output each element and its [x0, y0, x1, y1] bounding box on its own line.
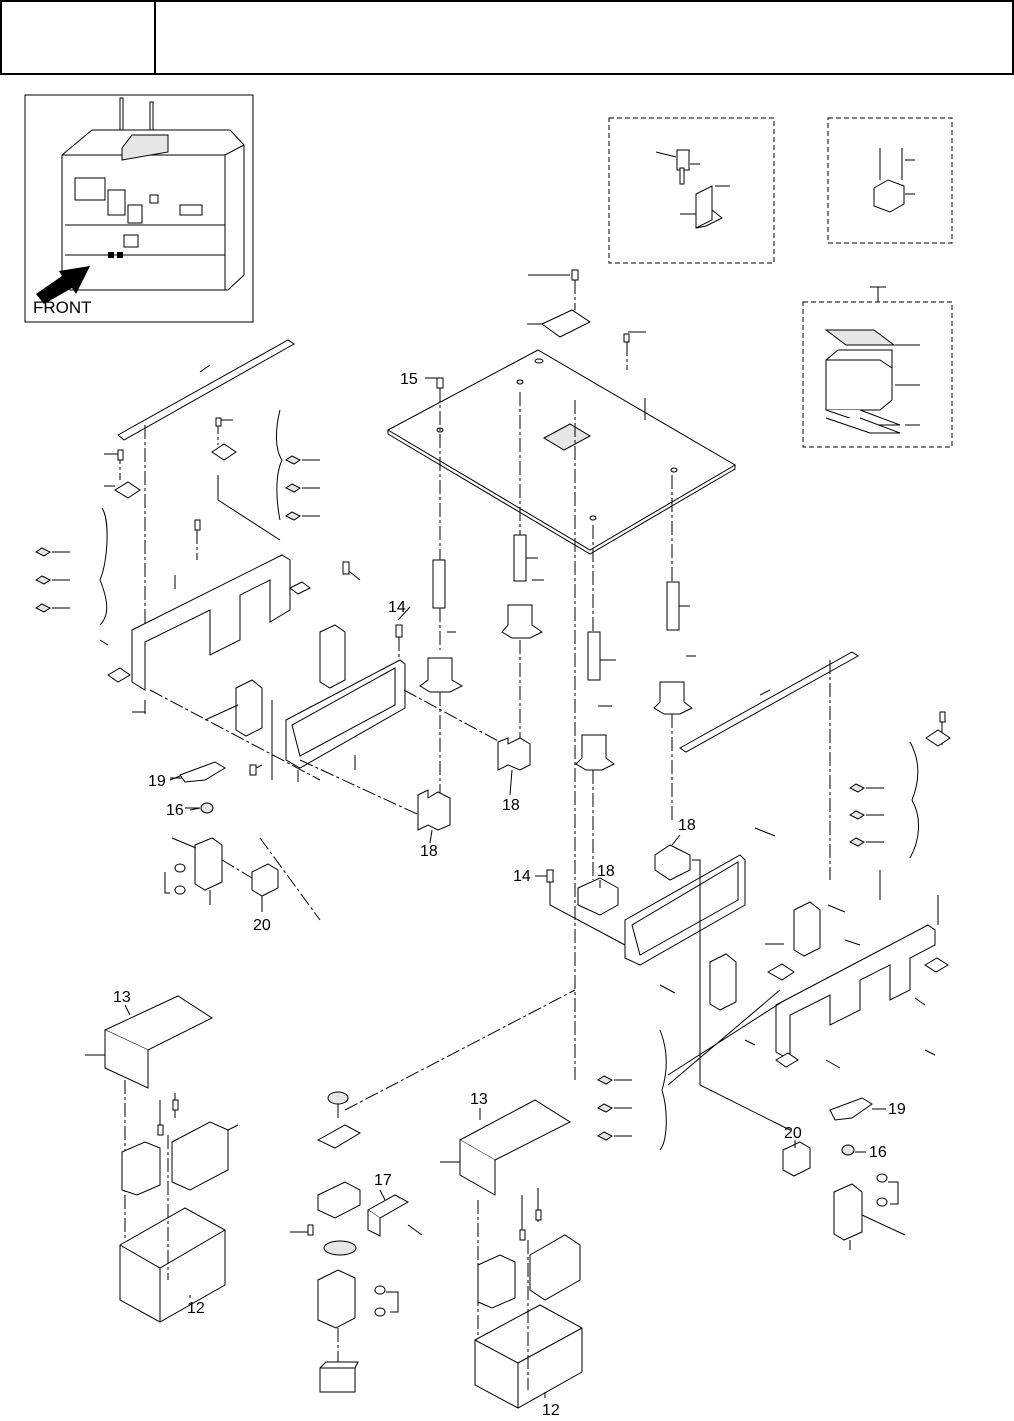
callout-13-right: 13 [470, 1091, 488, 1108]
callout-17: 17 [374, 1172, 392, 1189]
lower-left-box [85, 996, 238, 1322]
callout-18-b: 18 [502, 797, 520, 814]
left-lower-parts [165, 762, 320, 920]
callout-leaders [125, 378, 886, 1398]
detail-box-bracket [609, 118, 774, 263]
callout-20-left: 20 [253, 917, 271, 934]
callout-19-left: 19 [148, 773, 166, 790]
machine-illustration [62, 98, 244, 290]
detail-box-connector [828, 118, 952, 243]
lower-right-box [440, 990, 785, 1408]
callout-20-right: 20 [784, 1125, 802, 1142]
callout-14-left: 14 [388, 599, 406, 616]
callout-12-right: 12 [542, 1402, 560, 1419]
right-lower-parts [783, 1098, 905, 1250]
front-label: FRONT [33, 298, 92, 317]
callout-13-left: 13 [113, 989, 131, 1006]
callout-16-left: 16 [166, 802, 184, 819]
right-frame-assembly [547, 652, 950, 1130]
callout-18-d: 18 [597, 863, 615, 880]
callout-18-a: 18 [420, 843, 438, 860]
callout-14-right: 14 [513, 868, 531, 885]
callout-12-left: 12 [187, 1300, 205, 1317]
callout-19-right: 19 [888, 1101, 906, 1118]
detail-box-terminal-block [803, 287, 952, 447]
left-frame-assembly [36, 340, 320, 715]
callout-15: 15 [400, 371, 418, 388]
machine-overview-inset: FRONT [25, 95, 253, 322]
callout-18-c: 18 [678, 817, 696, 834]
callout-16-right: 16 [869, 1144, 887, 1161]
